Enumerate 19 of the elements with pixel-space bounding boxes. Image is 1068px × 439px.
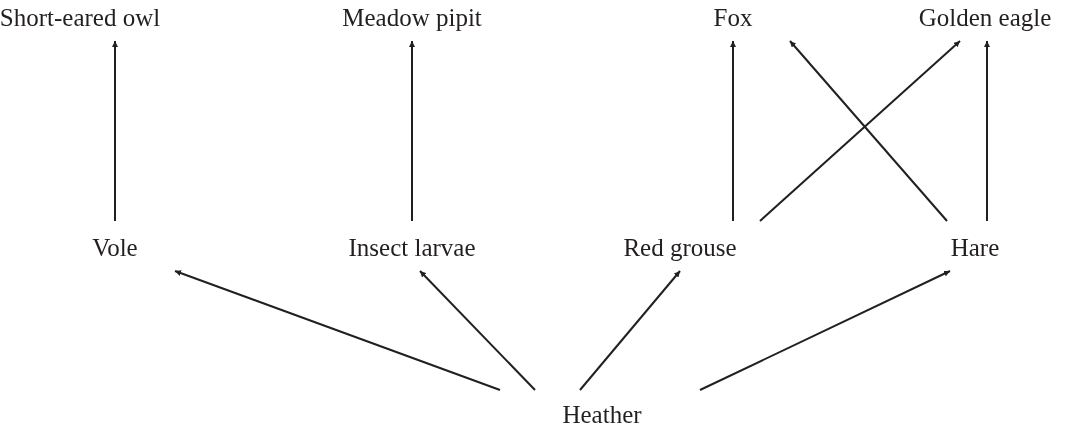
- arrow: [984, 40, 990, 222]
- organism-label: Red grouse: [623, 233, 737, 263]
- arrow: [409, 40, 415, 222]
- arrow: [579, 270, 681, 391]
- arrow: [419, 270, 536, 391]
- arrow: [174, 270, 501, 391]
- organism-label: Fox: [713, 3, 753, 33]
- organism-label: Golden eagle: [918, 3, 1052, 33]
- organism-label: Meadow pipit: [342, 3, 482, 33]
- organism-label: Short-eared owl: [0, 3, 161, 33]
- organism-label: Heather: [562, 400, 642, 430]
- arrow: [112, 40, 118, 222]
- arrow: [789, 40, 948, 222]
- arrow: [730, 40, 736, 222]
- organism-label: Vole: [92, 233, 138, 263]
- arrow: [759, 40, 961, 222]
- organism-label: Insect larvae: [348, 233, 476, 263]
- organism-label: Hare: [950, 233, 1000, 263]
- arrow: [699, 270, 951, 391]
